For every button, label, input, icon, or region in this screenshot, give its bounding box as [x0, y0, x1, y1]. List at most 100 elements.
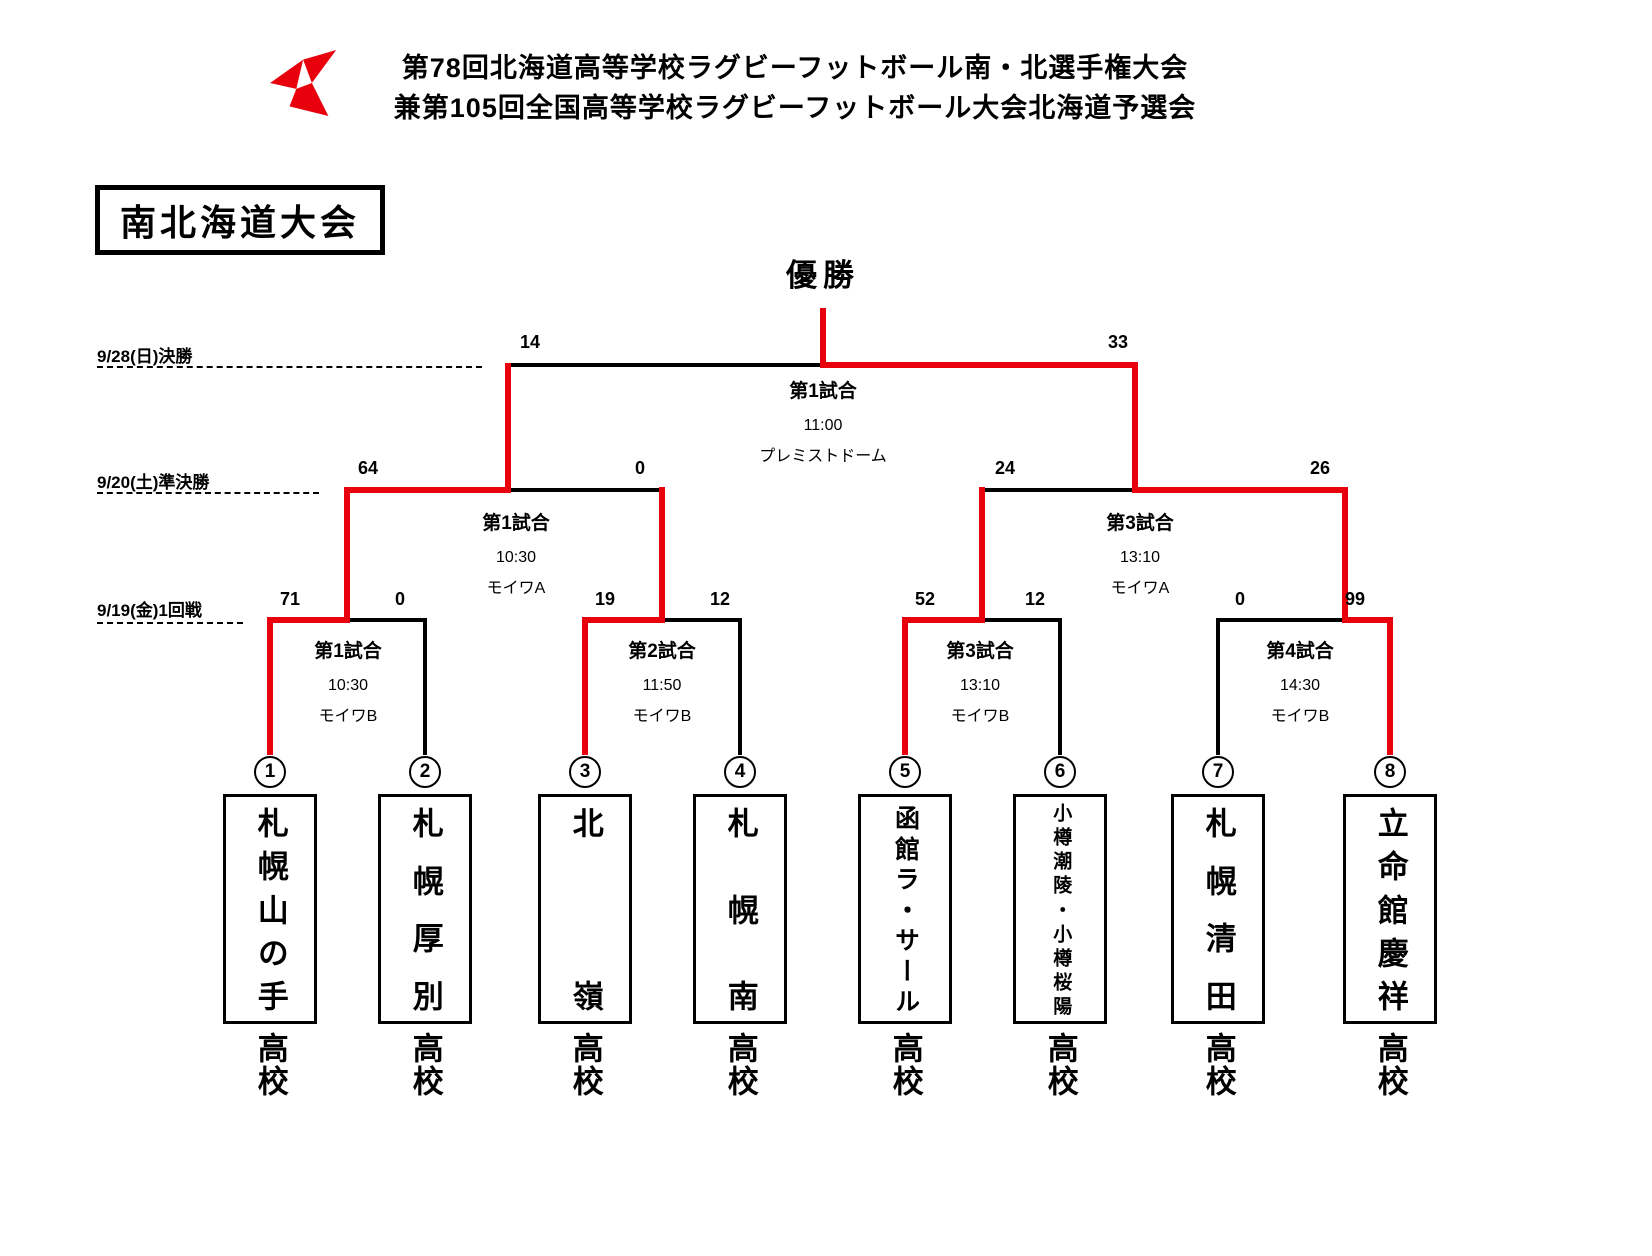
winner-line-m1-feed — [344, 487, 350, 622]
winner-line-m4-right — [1342, 617, 1393, 623]
bracket-line-m1-right — [345, 618, 427, 622]
team-box-7: 札幌清田 — [1171, 794, 1265, 1024]
score-sf3-right: 26 — [1309, 458, 1331, 478]
score-m4-right: 99 — [1344, 589, 1366, 609]
bracket-line-m2-right — [660, 618, 742, 622]
bracket-stem-team2 — [423, 618, 427, 755]
match-name: 第1試合 — [314, 641, 382, 662]
match-name: 第3試合 — [1106, 513, 1174, 534]
match-time: 13:10 — [1119, 549, 1161, 566]
match-time: 11:00 — [803, 417, 843, 434]
page-title-line1: 第78回北海道高等学校ラグビーフットボール南・北選手権大会 — [401, 53, 1189, 83]
round-divider-final — [97, 366, 482, 368]
tournament-logo-icon — [270, 49, 337, 117]
team-box-5: 函館ラ・サール — [858, 794, 952, 1024]
match-time: 11:50 — [642, 677, 682, 694]
score-m2-right: 12 — [709, 589, 731, 609]
bracket-line-sf3-left — [980, 488, 1137, 492]
seed-circle-5: 5 — [889, 756, 921, 788]
match-time: 13:10 — [959, 677, 1001, 694]
match-time: 10:30 — [327, 677, 369, 694]
team-suffix-3: 高校 — [567, 1032, 603, 1096]
match-venue: モイワB — [1270, 708, 1330, 725]
bracket-line-sf1-right — [506, 488, 664, 492]
tournament-name-box: 南北海道大会 — [95, 185, 385, 255]
winner-line-m3-feed — [979, 487, 985, 622]
seed-circle-4: 4 — [724, 756, 756, 788]
winner-line-m1-left — [267, 617, 350, 623]
bracket-stem-team7 — [1216, 618, 1220, 755]
team-suffix-2: 高校 — [407, 1032, 443, 1096]
bracket-stem-team4 — [738, 618, 742, 755]
match-venue: モイワB — [950, 708, 1010, 725]
score-m2-left: 19 — [594, 589, 616, 609]
match-name: 第3試合 — [946, 641, 1014, 662]
score-final-right: 33 — [1107, 332, 1129, 352]
match-info-m3: 第3試合 13:10 モイワB — [946, 636, 1014, 726]
match-venue: モイワB — [318, 708, 378, 725]
round-label-final: 9/28(日)決勝 — [97, 347, 193, 366]
score-m4-left: 0 — [1234, 589, 1246, 609]
seed-circle-1: 1 — [254, 756, 286, 788]
score-m1-left: 71 — [279, 589, 301, 609]
team-box-2: 札幌厚別 — [378, 794, 472, 1024]
team-suffix-4: 高校 — [722, 1032, 758, 1096]
winner-line-m4-feed — [1342, 487, 1348, 622]
team-box-8: 立命館慶祥 — [1343, 794, 1437, 1024]
team-suffix-5: 高校 — [887, 1032, 923, 1096]
match-name: 第1試合 — [482, 513, 550, 534]
match-name: 第2試合 — [628, 641, 696, 662]
bracket-stem-team6 — [1058, 618, 1062, 755]
match-venue: モイワB — [632, 708, 692, 725]
score-sf3-left: 24 — [994, 458, 1016, 478]
winner-line-sf1-left — [344, 487, 511, 493]
winner-line-sf3-right — [1132, 487, 1348, 493]
match-info-m1: 第1試合 10:30 モイワB — [314, 636, 382, 726]
score-m3-right: 12 — [1024, 589, 1046, 609]
winner-line-final-right — [820, 362, 1138, 368]
page-title-line2: 兼第105回全国高等学校ラグビーフットボール大会北海道予選会 — [393, 93, 1197, 123]
bracket-line-m3-right — [980, 618, 1062, 622]
winner-stem-team8 — [1387, 617, 1393, 755]
bracket-line-final-left — [506, 363, 825, 367]
winner-line-sf3-feed — [1132, 362, 1138, 493]
match-info-m2: 第2試合 11:50 モイワB — [628, 636, 696, 726]
match-time: 14:30 — [1279, 677, 1321, 694]
team-box-4: 札幌南 — [693, 794, 787, 1024]
champion-label: 優勝 — [786, 258, 860, 293]
bracket-line-m4-left — [1216, 618, 1347, 622]
match-venue: プレミストドーム — [759, 448, 887, 465]
seed-circle-8: 8 — [1374, 756, 1406, 788]
round-divider-semifinal — [97, 492, 319, 494]
round-label-round1: 9/19(金)1回戦 — [97, 601, 202, 620]
seed-circle-2: 2 — [409, 756, 441, 788]
team-box-3: 北嶺 — [538, 794, 632, 1024]
round-divider-round1 — [97, 622, 243, 624]
match-info-final: 第1試合 11:00 プレミストドーム — [759, 376, 887, 466]
seed-circle-3: 3 — [569, 756, 601, 788]
winner-stem-team5 — [902, 617, 908, 755]
match-info-sf1: 第1試合 10:30 モイワA — [482, 508, 550, 598]
match-name: 第1試合 — [789, 381, 857, 402]
tournament-name-label: 南北海道大会 — [119, 202, 360, 243]
team-suffix-6: 高校 — [1042, 1032, 1078, 1096]
score-sf1-left: 64 — [357, 458, 379, 478]
team-box-1: 札幌山の手 — [223, 794, 317, 1024]
winner-line-sf1-feed — [505, 363, 511, 493]
seed-circle-6: 6 — [1044, 756, 1076, 788]
team-suffix-8: 高校 — [1372, 1032, 1408, 1096]
team-suffix-1: 高校 — [252, 1032, 288, 1096]
match-info-sf3: 第3試合 13:10 モイワA — [1106, 508, 1174, 598]
match-venue: モイワA — [1110, 580, 1170, 597]
team-box-6: 小樽潮陵・小樽桜陽 — [1013, 794, 1107, 1024]
round-label-semifinal: 9/20(土)準決勝 — [97, 473, 210, 492]
match-venue: モイワA — [486, 580, 546, 597]
team-suffix-7: 高校 — [1200, 1032, 1236, 1096]
winner-stem-team1 — [267, 617, 273, 755]
match-info-m4: 第4試合 14:30 モイワB — [1266, 636, 1334, 726]
score-sf1-right: 0 — [634, 458, 646, 478]
match-time: 10:30 — [495, 549, 537, 566]
score-m1-right: 0 — [394, 589, 406, 609]
winner-stem-team3 — [582, 617, 588, 755]
